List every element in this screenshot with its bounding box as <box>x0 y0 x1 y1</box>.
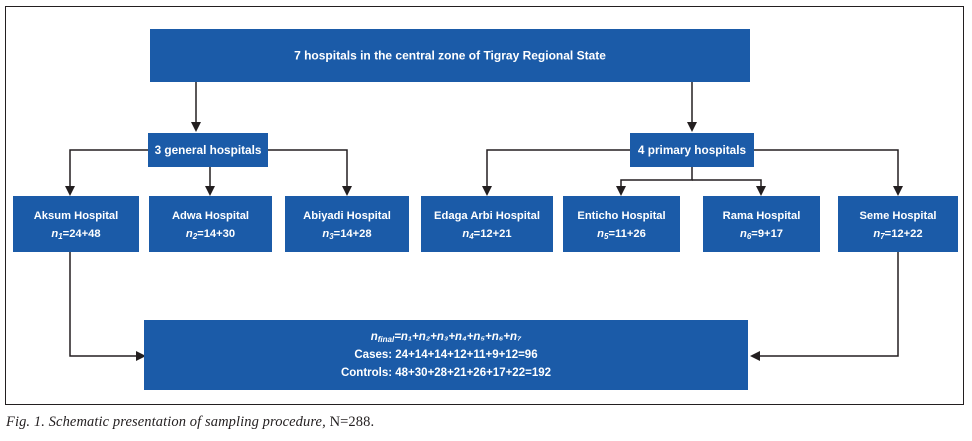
hospital-box <box>838 196 958 252</box>
hospital-sample-size: n7=12+22 <box>873 228 922 241</box>
connector-primary-to-seme <box>754 149 899 192</box>
hospital-var: n <box>462 228 469 240</box>
hospital-value: =12+21 <box>474 228 512 240</box>
arrowhead-primary-to-enticho <box>616 186 626 196</box>
hospital-value: =9+17 <box>751 228 783 240</box>
general-hospitals-label: 3 general hospitals <box>155 143 262 157</box>
hospital-value: =14+28 <box>334 228 372 240</box>
hospital-var: n <box>740 228 747 240</box>
node-root[interactable]: 7 hospitals in the central zone of Tigra… <box>150 29 750 82</box>
hospital-var: n <box>597 228 604 240</box>
hospital-box <box>421 196 553 252</box>
hospital-var: n <box>873 228 880 240</box>
arrowhead-aksum-to-summary <box>136 351 146 361</box>
connector-primary-to-edaga-arbi <box>486 149 630 192</box>
hospital-box <box>13 196 139 252</box>
connector-layer <box>65 82 903 361</box>
hospital-name: Abiyadi Hospital <box>303 210 391 222</box>
hospital-sample-size: n1=24+48 <box>51 228 100 241</box>
summary-box <box>144 320 748 390</box>
caption-text: Fig. 1. Schematic presentation of sampli… <box>6 414 326 430</box>
hospital-value: =24+48 <box>63 228 101 240</box>
node-hospital-abiyadi[interactable]: Abiyadi Hospital n3=14+28 <box>285 196 409 252</box>
arrowhead-primary-to-edaga-arbi <box>482 186 492 196</box>
hospital-box <box>563 196 680 252</box>
hospital-sample-size: n4=12+21 <box>462 228 511 241</box>
summary-controls-line: Controls: 48+30+28+21+26+17+22=192 <box>341 367 551 379</box>
node-hospital-enticho[interactable]: Enticho Hospital n5=11+26 <box>563 196 680 252</box>
arrowhead-general-to-abiyadi <box>342 186 352 196</box>
hospital-name: Aksum Hospital <box>34 210 119 222</box>
connector-general-to-aksum <box>69 149 148 192</box>
node-primary-hospitals[interactable]: 4 primary hospitals <box>630 133 754 167</box>
hospital-sub: 4 <box>468 232 474 241</box>
summary-cases-line: Cases: 24+14+14+12+11+9+12=96 <box>354 349 537 361</box>
connector-aksum-to-summary <box>69 252 142 357</box>
connector-general-to-abiyadi <box>268 149 348 192</box>
hospital-name: Adwa Hospital <box>172 210 249 222</box>
hospital-sample-size: n6=9+17 <box>740 228 783 241</box>
connector-seme-to-summary <box>754 252 899 357</box>
primary-hospitals-label: 4 primary hospitals <box>638 143 747 157</box>
arrowhead-root-to-primary <box>687 122 697 132</box>
summary-formula-rest: =n₁+n₂+n₃+n₄+n₅+n₆+n₇ <box>394 331 522 343</box>
hospital-sample-size: n3=14+28 <box>322 228 371 241</box>
primary-hospitals-box <box>630 133 754 167</box>
node-general-hospitals[interactable]: 3 general hospitals <box>148 133 268 167</box>
figure-caption: Fig. 1. Schematic presentation of sampli… <box>6 414 706 431</box>
hospital-var: n <box>186 228 193 240</box>
hospital-sample-size: n2=14+30 <box>186 228 235 241</box>
hospital-var: n <box>322 228 329 240</box>
hospital-name: Enticho Hospital <box>577 210 665 222</box>
connector-primary-to-rama <box>692 179 762 192</box>
node-hospital-adwa[interactable]: Adwa Hospital n2=14+30 <box>149 196 272 252</box>
hospital-sub: 5 <box>604 232 609 241</box>
arrowhead-primary-to-seme <box>893 186 903 196</box>
node-hospital-rama[interactable]: Rama Hospital n6=9+17 <box>703 196 820 252</box>
node-hospital-aksum[interactable]: Aksum Hospital n1=24+48 <box>13 196 139 252</box>
summary-formula-sub: final <box>378 335 395 344</box>
hospital-value: =11+26 <box>608 228 645 240</box>
hospital-var: n <box>51 228 58 240</box>
connector-primary-to-enticho <box>620 167 693 192</box>
hospital-name: Rama Hospital <box>723 210 801 222</box>
general-hospitals-box <box>148 133 268 167</box>
hospital-box <box>703 196 820 252</box>
node-hospital-edaga-arbi[interactable]: Edaga Arbi Hospital n4=12+21 <box>421 196 553 252</box>
hospital-value: =12+22 <box>885 228 923 240</box>
hospital-value: =14+30 <box>197 228 235 240</box>
hospital-box <box>149 196 272 252</box>
hospital-box <box>285 196 409 252</box>
arrowhead-general-to-aksum <box>65 186 75 196</box>
node-summary[interactable]: nfinal=n₁+n₂+n₃+n₄+n₅+n₆+n₇ Cases: 24+14… <box>144 320 748 390</box>
hospital-sub: 2 <box>192 232 198 241</box>
caption-sample-size: N=288. <box>329 414 375 430</box>
hospital-sub: 3 <box>329 232 334 241</box>
hospital-sub: 6 <box>747 232 752 241</box>
arrowhead-general-to-adwa <box>205 186 215 196</box>
arrowhead-primary-to-rama <box>756 186 766 196</box>
flowchart-svg: 7 hospitals in the central zone of Tigra… <box>13 29 958 390</box>
arrowhead-seme-to-summary <box>750 351 760 361</box>
root-box <box>150 29 750 82</box>
node-hospital-seme[interactable]: Seme Hospital n7=12+22 <box>838 196 958 252</box>
summary-formula: nfinal=n₁+n₂+n₃+n₄+n₅+n₆+n₇ <box>371 331 522 344</box>
root-label: 7 hospitals in the central zone of Tigra… <box>294 49 606 63</box>
hospital-sample-size: n5=11+26 <box>597 228 646 241</box>
arrowhead-root-to-general <box>191 122 201 132</box>
hospital-name: Edaga Arbi Hospital <box>434 210 540 222</box>
hospital-name: Seme Hospital <box>859 210 936 222</box>
summary-formula-var: n <box>371 331 378 343</box>
hospital-sub: 1 <box>58 232 63 241</box>
hospital-sub: 7 <box>880 232 885 241</box>
